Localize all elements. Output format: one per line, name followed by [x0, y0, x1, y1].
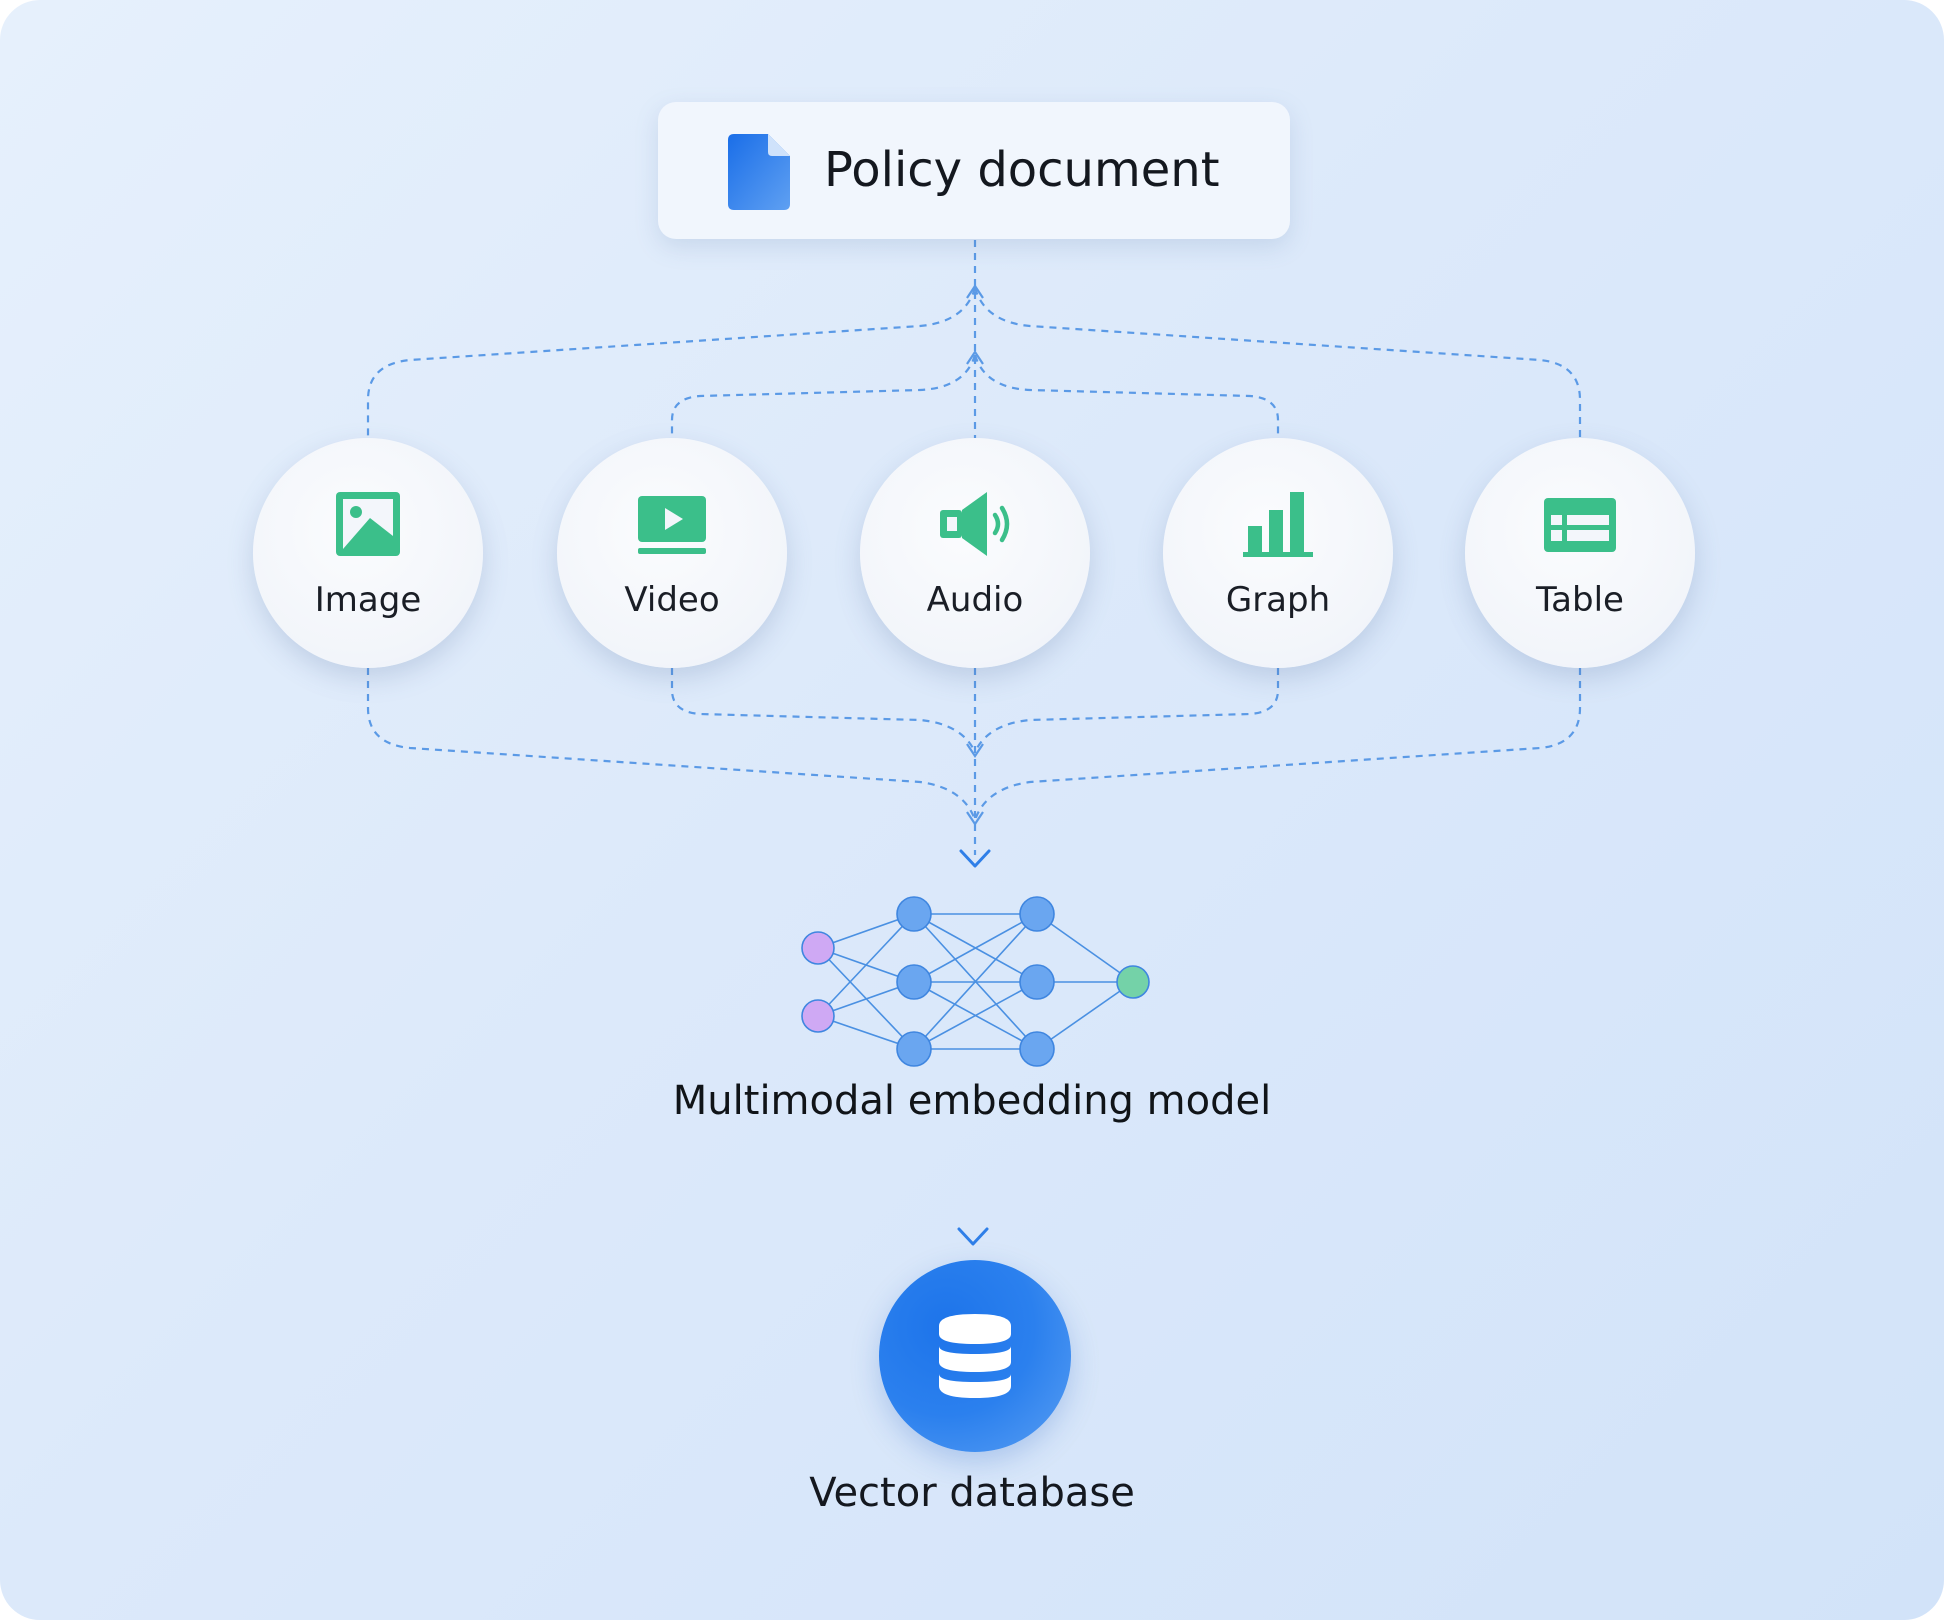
nn-input-node — [801, 999, 835, 1033]
modality-node-graph: Graph — [1163, 438, 1393, 668]
neural-network-icon — [817, 913, 1134, 1050]
nn-hidden-node — [1019, 1031, 1055, 1067]
connector-video-model — [670, 668, 976, 753]
document-icon — [728, 134, 790, 210]
nn-output-node — [1116, 965, 1150, 999]
nn-hidden-node — [1019, 896, 1055, 932]
modality-node-video: Video — [557, 438, 787, 668]
arrow-into-model — [959, 849, 991, 868]
source-document-card: Policy document — [658, 102, 1290, 239]
database-icon — [939, 1314, 1011, 1398]
trunk-chevron-top — [966, 284, 984, 299]
bar-chart-icon — [1243, 492, 1313, 557]
vector-database-label: Vector database — [809, 1470, 1135, 1516]
arrow-model-to-db-head — [957, 1227, 989, 1246]
neural-network-nodes — [801, 896, 1150, 1067]
nn-hidden-node — [896, 896, 932, 932]
modality-label-image: Image — [314, 580, 422, 620]
vector-database-node — [879, 1260, 1071, 1452]
nn-hidden-node — [1019, 964, 1055, 1000]
trunk-chevron-mid — [966, 350, 984, 365]
modality-label-graph: Graph — [1225, 580, 1331, 620]
connector-graph-model — [974, 668, 1280, 753]
modality-label-audio: Audio — [926, 580, 1024, 620]
modality-label-table: Table — [1536, 580, 1624, 620]
source-document-title: Policy document — [824, 142, 1220, 198]
connector-image-model — [366, 668, 977, 821]
embedding-model-label: Multimodal embedding model — [672, 1078, 1272, 1124]
nn-hidden-node — [896, 964, 932, 1000]
trunk-chevron-low-2 — [966, 811, 984, 826]
nn-hidden-node — [896, 1031, 932, 1067]
modality-node-table: Table — [1465, 438, 1695, 668]
modality-node-audio: Audio — [860, 438, 1090, 668]
image-icon — [336, 492, 400, 556]
nn-input-node — [801, 931, 835, 965]
table-icon — [1544, 498, 1616, 552]
connector-doc-video — [670, 354, 977, 438]
connector-doc-graph — [973, 354, 1280, 438]
modality-node-image: Image — [253, 438, 483, 668]
modality-label-video: Video — [624, 580, 720, 620]
connector-table-model — [973, 668, 1582, 821]
trunk-chevron-low-1 — [966, 743, 984, 758]
audio-icon — [940, 492, 1010, 556]
video-icon — [638, 496, 706, 554]
